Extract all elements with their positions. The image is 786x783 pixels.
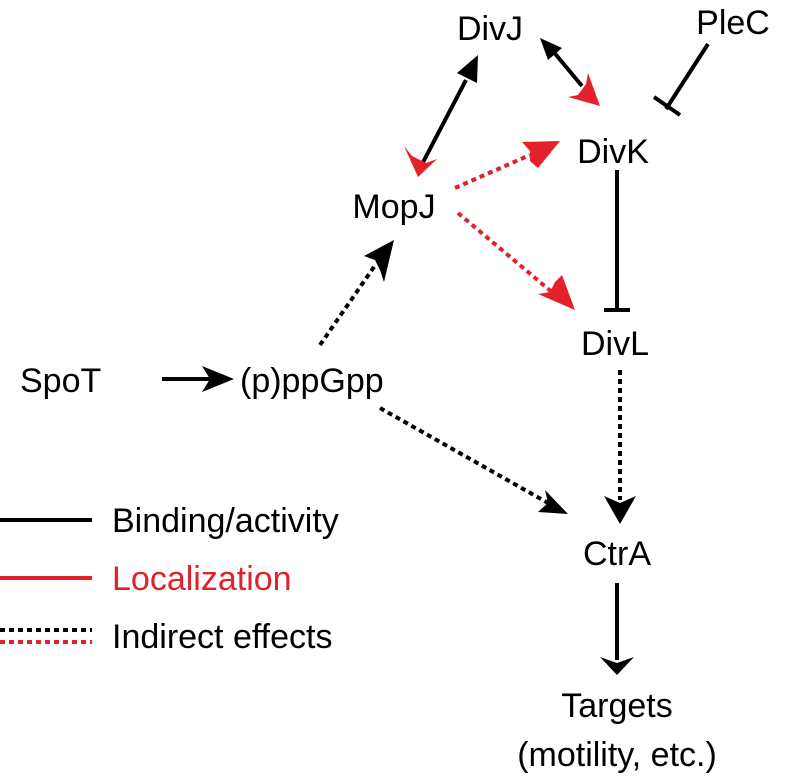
node-ctra: CtrA xyxy=(583,535,651,573)
legend-label-binding: Binding/activity xyxy=(112,502,339,540)
node-divk: DivK xyxy=(577,133,649,171)
arrowhead-ppgpp-to-mopj xyxy=(364,240,394,282)
arrowhead-ppgpp-to-ctra xyxy=(538,490,568,514)
node-plec: PleC xyxy=(696,4,770,42)
inhibit-bar-divk xyxy=(652,95,682,117)
arrowhead-to-divj-from-divk xyxy=(540,38,562,60)
arrowhead-to-ppgpp xyxy=(202,366,234,392)
arrowhead-to-divk xyxy=(568,73,600,106)
arrowhead-to-targets xyxy=(600,657,634,675)
node-divj: DivJ xyxy=(457,10,523,48)
node-divl: DivL xyxy=(581,325,649,363)
arrowhead-mopj-to-divl xyxy=(538,275,575,310)
arrowhead-mopj-to-divk xyxy=(522,141,560,168)
edge-mopj-divl xyxy=(456,211,555,295)
node-targets: Targets xyxy=(561,687,673,725)
edge-mopj-divk xyxy=(454,153,531,190)
edge-ppgpp-ctra xyxy=(379,406,549,505)
arrowhead-to-divj xyxy=(457,55,478,83)
arrowhead-to-mopj xyxy=(404,146,437,177)
edge-mopj-divj xyxy=(418,79,468,169)
edge-ppgpp-mopj xyxy=(318,262,378,347)
edge-plec-divk xyxy=(664,42,710,111)
legend-label-localization: Localization xyxy=(112,560,292,598)
node-spot: SpoT xyxy=(20,362,101,400)
legend-label-indirect: Indirect effects xyxy=(112,618,333,656)
node-targets-detail: (motility, etc.) xyxy=(517,736,717,774)
arrowhead-divl-to-ctra xyxy=(604,496,636,524)
node-mopj: MopJ xyxy=(352,188,435,226)
node-ppgpp: (p)ppGpp xyxy=(240,362,384,400)
edge-divj-divk xyxy=(550,48,584,88)
